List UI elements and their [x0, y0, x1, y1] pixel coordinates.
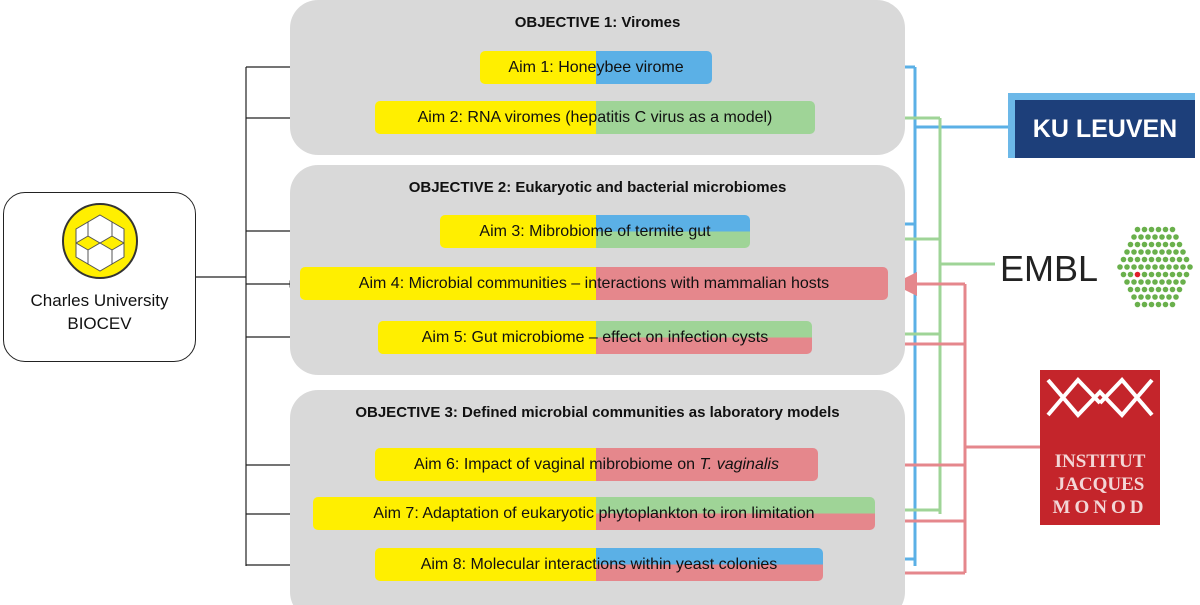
ijm-line1: INSTITUT	[1054, 451, 1146, 472]
aim-label: Aim 7: Adaptation of eukaryotic phytopla…	[373, 504, 815, 522]
ku-leuven-trunk-line	[913, 67, 1008, 566]
aim-label: Aim 3: Mibrobiome of termite gut	[479, 222, 711, 240]
aim-8: Aim 8: Molecular interactions within yea…	[375, 548, 823, 581]
aim-label: Aim 1: Honeybee virome	[508, 58, 684, 76]
aim-3: Aim 3: Mibrobiome of termite gut	[440, 215, 750, 248]
aim-7: Aim 7: Adaptation of eukaryotic phytopla…	[313, 497, 875, 530]
objective-title: OBJECTIVE 2: Eukaryotic and bacterial mi…	[408, 179, 787, 196]
objective-title: OBJECTIVE 3: Defined microbial communiti…	[355, 404, 840, 421]
origin-trunk-line	[196, 67, 247, 566]
aim-label: Aim 4: Microbial communities – interacti…	[358, 274, 830, 292]
ijm-line3: MONOD	[1052, 497, 1148, 518]
embl-hexagon-icon	[1117, 226, 1193, 308]
origin-name: Charles University	[30, 291, 169, 310]
aim-1: Aim 1: Honeybee virome	[480, 51, 712, 84]
ku-leuven-logo: KU LEUVEN	[1008, 93, 1195, 158]
ijm-line2: JACQUES	[1055, 474, 1145, 495]
aim-label-italic: T. vaginalis	[699, 455, 779, 473]
ijm-emblem-icon	[1046, 377, 1154, 418]
ijm-trunk-line	[963, 284, 1040, 573]
aim-label-main: Aim 6: Impact of vaginal mibrobiome on	[414, 455, 700, 473]
aim-5: Aim 5: Gut microbiome – effect on infect…	[378, 321, 812, 354]
objective-title: OBJECTIVE 1: Viromes	[514, 14, 681, 31]
ku-leuven-name: KU LEUVEN	[1015, 100, 1195, 158]
aim-6: Aim 6: Impact of vaginal mibrobiome on T…	[375, 448, 818, 481]
origin-subname: BIOCEV	[67, 314, 132, 333]
aim-2: Aim 2: RNA viromes (hepatitis C virus as…	[375, 101, 815, 134]
embl-trunk-line	[938, 118, 995, 514]
aim-4: Aim 4: Microbial communities – interacti…	[300, 267, 888, 300]
aim-label: Aim 5: Gut microbiome – effect on infect…	[421, 328, 769, 346]
biocev-logo-icon	[62, 203, 138, 279]
aim-label: Aim 8: Molecular interactions within yea…	[420, 555, 778, 573]
embl-logo-text: EMBL	[1000, 248, 1099, 289]
aim-label: Aim 6: Impact of vaginal mibrobiome on T…	[375, 448, 818, 481]
aim-label: Aim 2: RNA viromes (hepatitis C virus as…	[417, 108, 773, 126]
